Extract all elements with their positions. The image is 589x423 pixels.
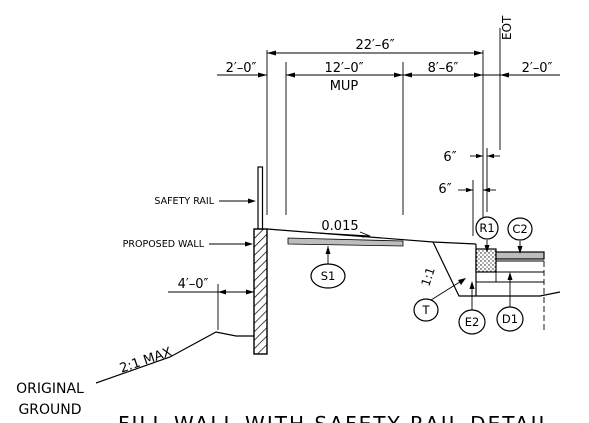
callout-t-label: T xyxy=(421,303,430,317)
callout-e2-label: E2 xyxy=(465,315,480,329)
callout-r1-label: R1 xyxy=(479,221,494,235)
original-ground-label-line2: GROUND xyxy=(18,402,81,418)
proposed-wall-label: PROPOSED WALL xyxy=(123,239,205,250)
upper-curb-dim-label: 6″ xyxy=(443,150,456,165)
pavement-s1 xyxy=(287,237,404,247)
overall-dimension: 22′–6″ xyxy=(267,38,483,56)
wall-offset-dimension: 4′–0″ xyxy=(168,277,254,330)
callout-c2: C2 xyxy=(507,217,533,254)
callout-e2: E2 xyxy=(458,281,486,335)
mid-width-label: 8′–6″ xyxy=(428,61,459,76)
extension-lines xyxy=(266,28,501,236)
detail-title: FILL WALL WITH SAFETY RAIL DETAIL xyxy=(118,412,552,423)
overall-dimension-label: 22′–6″ xyxy=(355,38,394,53)
callout-d1-label: D1 xyxy=(502,312,518,326)
original-ground-label-line1: ORIGINAL xyxy=(16,381,84,397)
callout-r1: R1 xyxy=(475,216,499,253)
mup-width-label: 12′–0″ xyxy=(324,61,363,76)
eot-label: EOT xyxy=(500,15,514,40)
safety-rail-leader: SAFETY RAIL xyxy=(154,196,256,207)
right-offset-label: 2′–0″ xyxy=(522,61,553,76)
curb-dimensions: 6″ 6″ xyxy=(438,150,500,197)
proposed-wall-leader: PROPOSED WALL xyxy=(123,239,253,250)
fill-slope-label: 2:1 MAX xyxy=(118,345,174,377)
side-slope-label: 1:1 xyxy=(419,265,438,288)
proposed-wall xyxy=(253,228,268,355)
mup-label: MUP xyxy=(330,79,359,94)
callout-t: T xyxy=(413,278,466,322)
callout-s1-label: S1 xyxy=(321,269,336,283)
callout-c2-label: C2 xyxy=(512,222,527,236)
wall-offset-label: 4′–0″ xyxy=(178,277,209,292)
safety-rail xyxy=(257,166,264,230)
left-offset-label: 2′–0″ xyxy=(226,61,257,76)
mup-dimension-row: 2′–0″ 12′–0″ 8′–6″ 2′–0″ MUP xyxy=(217,61,560,94)
callout-s1: S1 xyxy=(310,246,346,289)
safety-rail-label: SAFETY RAIL xyxy=(154,196,214,207)
lower-curb-dim-label: 6″ xyxy=(438,182,451,197)
cross-slope-indicator: 0.015 xyxy=(317,219,371,238)
cross-slope-label: 0.015 xyxy=(321,219,358,234)
callout-d1: D1 xyxy=(496,272,524,332)
